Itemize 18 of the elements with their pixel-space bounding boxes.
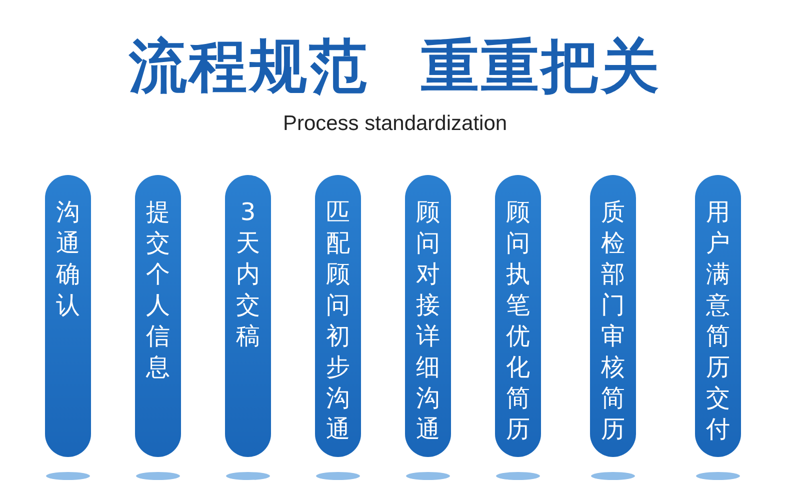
- step-label: 提交个人信息: [146, 197, 170, 383]
- subtitle: Process standardization: [282, 112, 508, 136]
- step-pill: [45, 175, 91, 457]
- step-pill: [590, 175, 636, 457]
- step-label: 顾问执笔优化简历: [506, 197, 530, 445]
- step-pill: [135, 175, 181, 457]
- step-label: 质检部门审核简历: [600, 197, 626, 445]
- step-pill: [225, 175, 271, 457]
- step-pill: [315, 175, 361, 457]
- step-pill: [695, 175, 741, 457]
- step-label: 匹配顾问初步沟通: [326, 197, 350, 445]
- step-pill: [405, 175, 451, 457]
- title: 流程规范 重重把关: [128, 31, 662, 102]
- step-label: 用户满意简历交付: [706, 197, 730, 445]
- step-label: 顾问对接详细沟通: [416, 197, 440, 445]
- step-label: 3天内交稿: [236, 197, 260, 352]
- step-pill: [495, 175, 541, 457]
- step-label: 沟通确认: [56, 197, 80, 321]
